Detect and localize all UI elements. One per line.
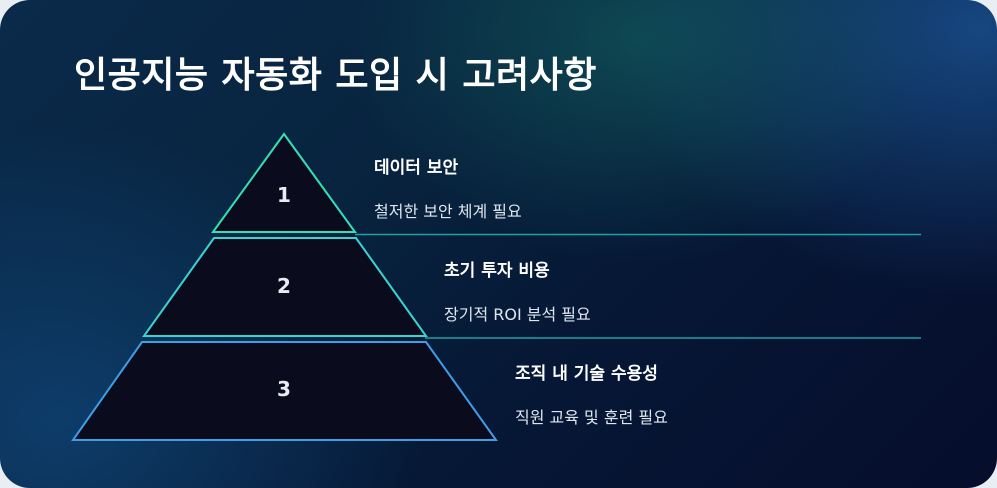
level-3-text: 조직 내 기술 수용성 직원 교육 및 훈련 필요 [515,359,668,428]
level-2-title: 초기 투자 비용 [444,261,550,281]
page-title: 인공지능 자동화 도입 시 고려사항 [74,55,597,96]
level-2-number: 2 [277,274,291,298]
level-1-description: 철저한 보안 체계 필요 [374,202,522,221]
pyramid-level-3 [71,341,498,441]
level-2-description: 장기적 ROI 분석 필요 [444,305,591,324]
level-3-description: 직원 교육 및 훈련 필요 [515,408,668,427]
level-1-title: 데이터 보안 [374,158,459,178]
level-1-text: 데이터 보안 철저한 보안 체계 필요 [374,153,522,222]
level-3-number: 3 [277,377,291,401]
level-1-number: 1 [277,183,291,207]
level-3-title: 조직 내 기술 수용성 [515,364,658,384]
level-2-text: 초기 투자 비용 장기적 ROI 분석 필요 [444,256,591,325]
pyramid-level-1 [211,132,357,233]
pyramid-level-2 [142,237,428,337]
